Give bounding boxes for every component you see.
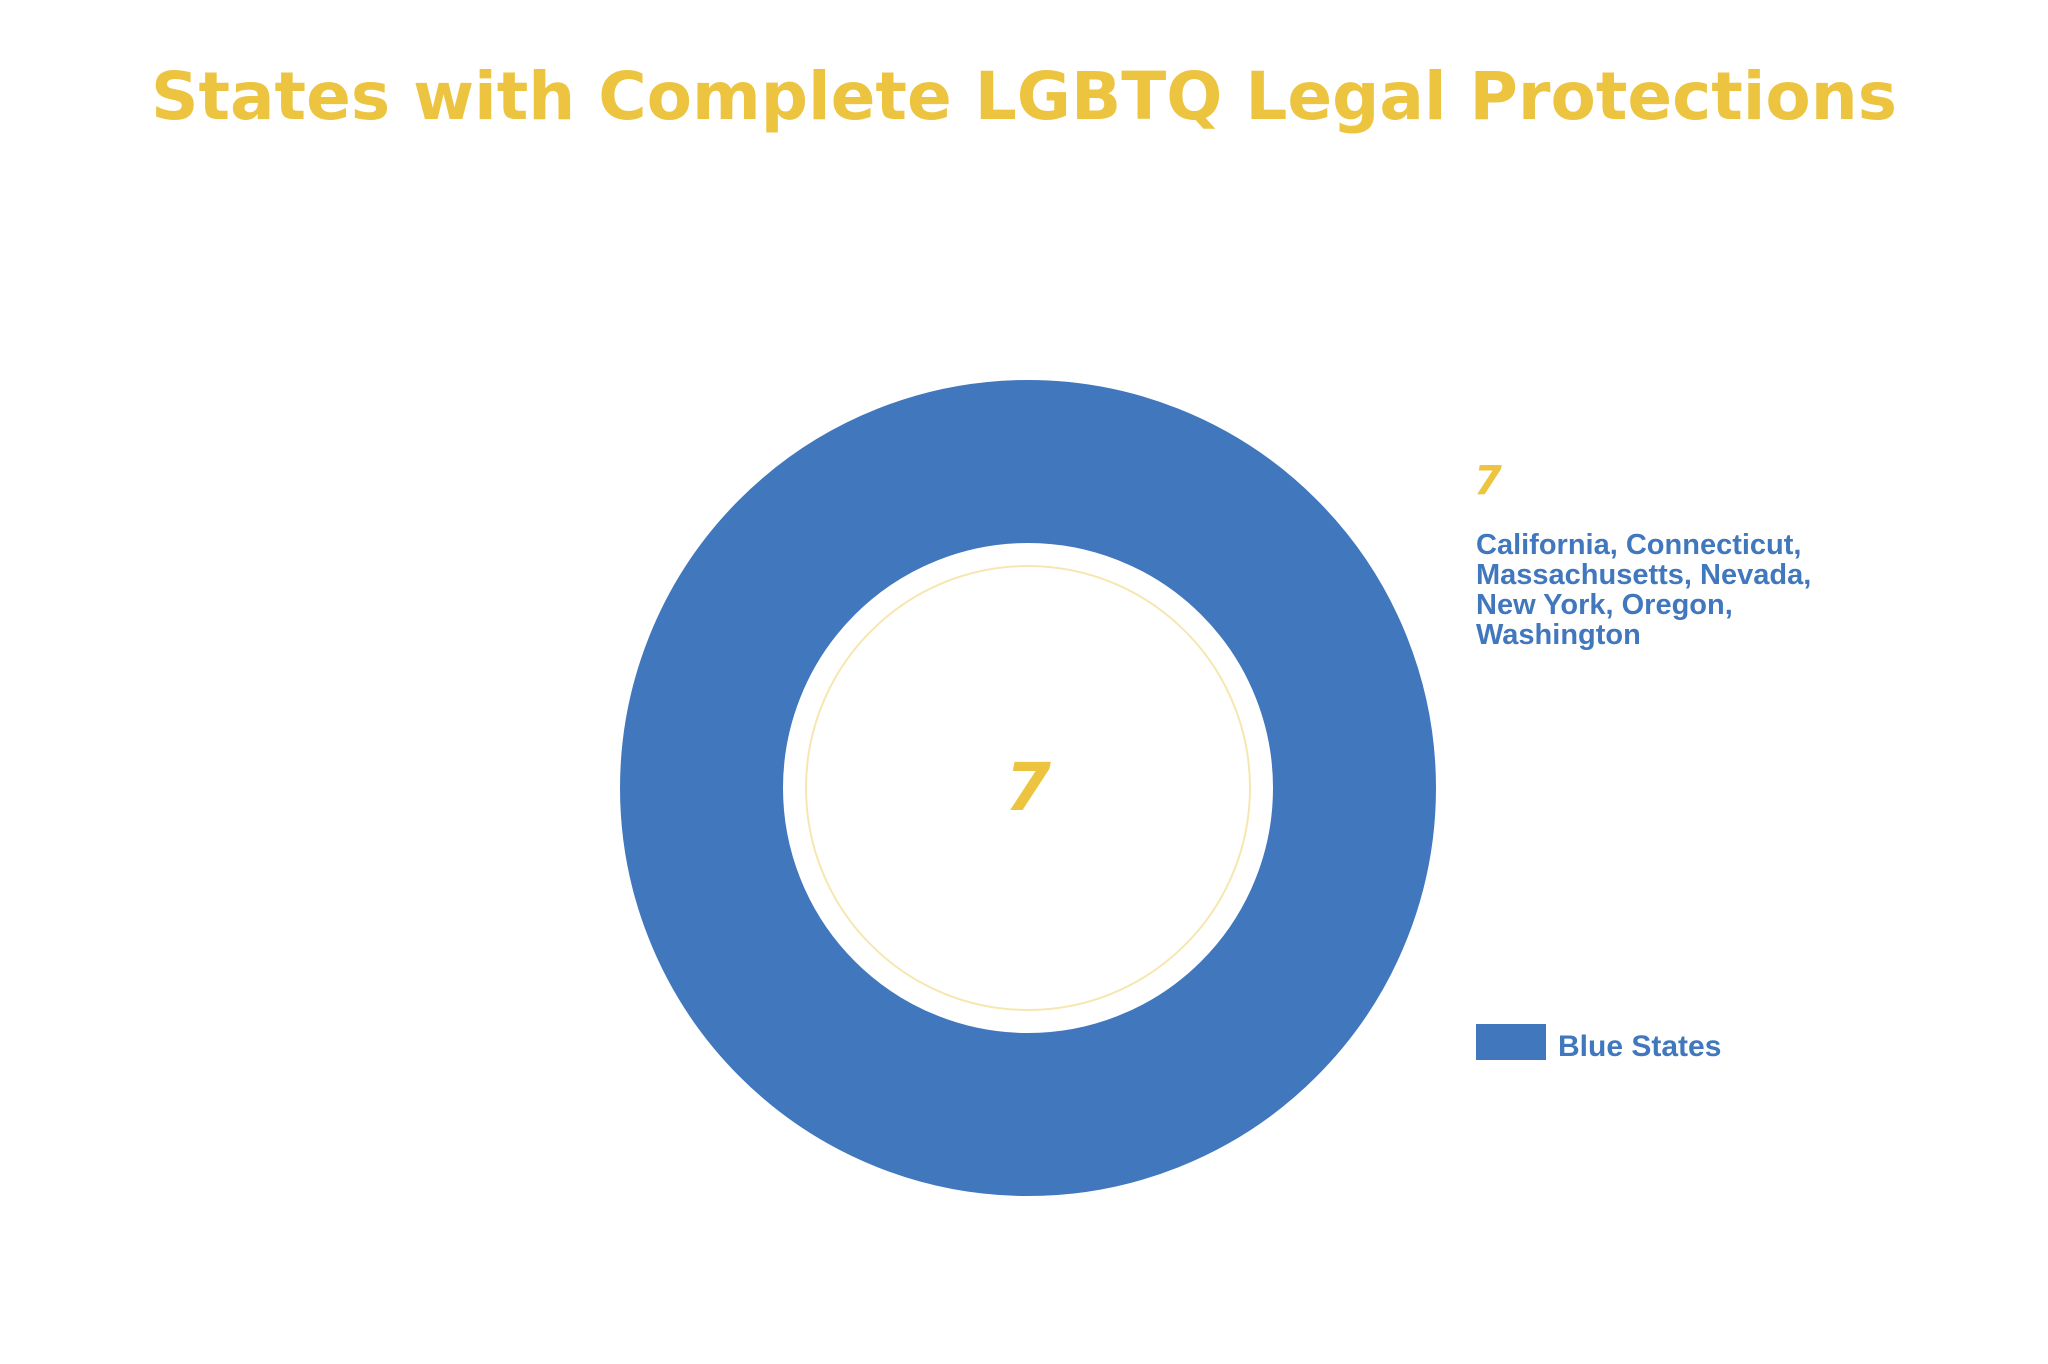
annotation-count: 7	[1474, 458, 1502, 504]
donut-slice-blue-states	[620, 380, 1436, 1196]
legend-swatch-blue-states	[1476, 1024, 1546, 1060]
chart-title: States with Complete LGBTQ Legal Protect…	[150, 58, 1898, 135]
inner-decorative-ring	[805, 565, 1251, 1011]
center-label: 7	[1005, 749, 1051, 826]
annotation-states-list: California, Connecticut, Massachusetts, …	[1476, 529, 1812, 651]
legend: Blue States	[1476, 1020, 1721, 1064]
legend-label-blue-states: Blue States	[1558, 1030, 1722, 1063]
